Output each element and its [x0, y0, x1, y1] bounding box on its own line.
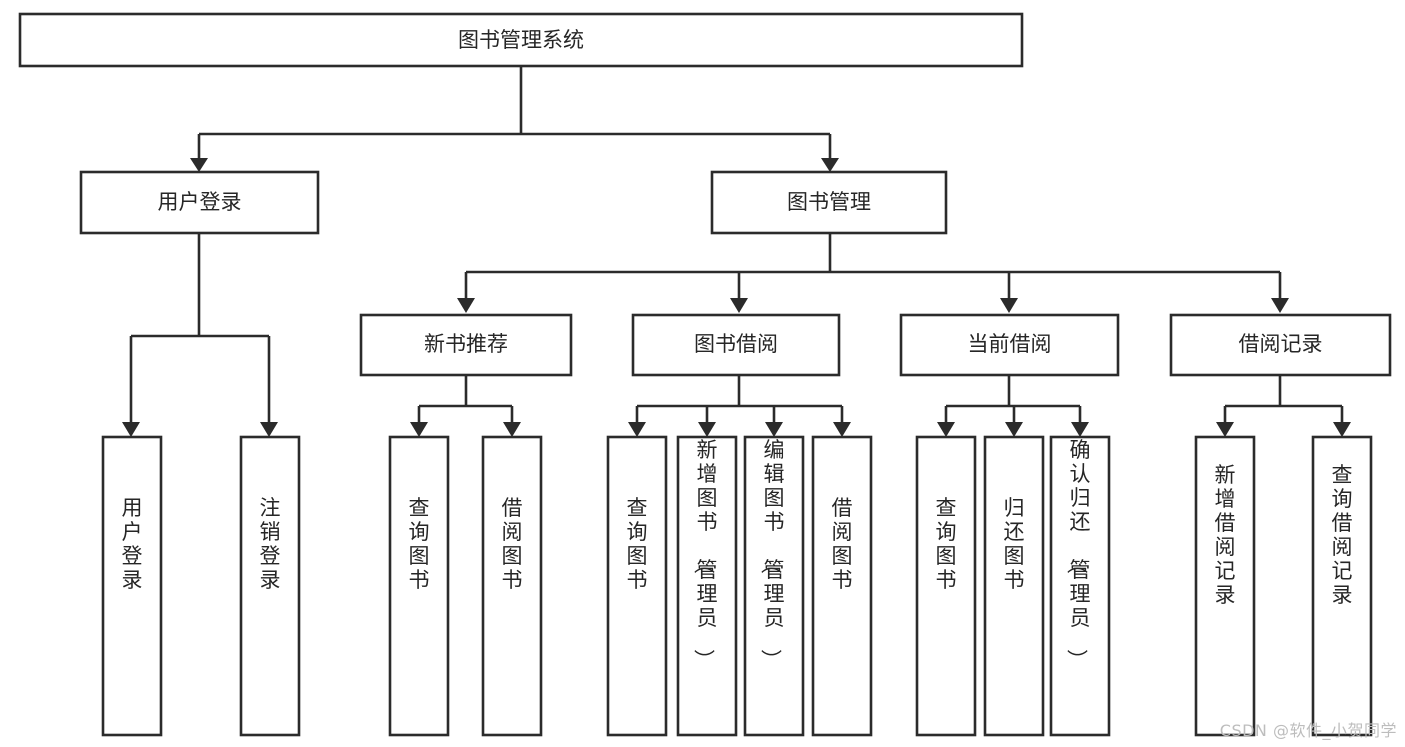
leaf-current-confirm-return-label: 确认归还（管理员）	[1065, 438, 1091, 670]
node-new-book-recommend-label: 新书推荐	[424, 332, 508, 356]
node-user-login[interactable]: 用户登录	[79, 170, 320, 235]
leaf-borrow-add-book-label: 新增图书（管理员）	[692, 438, 718, 670]
leaf-user-logout-label: 注销登录	[260, 496, 281, 592]
connector-current-borrow-to-leaves	[937, 375, 1089, 437]
leaf-new-book-borrow[interactable]: 借阅图书	[481, 435, 543, 737]
leaf-new-book-query[interactable]: 查询图书	[388, 435, 450, 737]
leaf-borrow-query-book[interactable]: 查询图书	[606, 435, 668, 737]
leaf-current-return-book-label: 归还图书	[1004, 496, 1025, 592]
leaf-record-query-label: 查询借阅记录	[1332, 463, 1353, 607]
node-current-borrow[interactable]: 当前借阅	[899, 313, 1120, 377]
node-user-login-label: 用户登录	[158, 190, 242, 214]
connector-book-mgmt-to-level3	[457, 233, 1289, 313]
leaf-new-book-query-label: 查询图书	[409, 496, 430, 592]
leaf-user-logout[interactable]: 注销登录	[239, 435, 301, 737]
leaf-borrow-query-book-label: 查询图书	[627, 496, 648, 592]
connector-user-login-to-leaves	[122, 233, 278, 437]
leaf-current-query-book[interactable]: 查询图书	[915, 435, 977, 737]
connector-root-to-level2	[190, 66, 839, 172]
node-root[interactable]: 图书管理系统	[18, 12, 1024, 68]
connector-borrow-record-to-leaves	[1216, 375, 1351, 437]
node-current-borrow-label: 当前借阅	[968, 332, 1052, 356]
node-borrow-record[interactable]: 借阅记录	[1169, 313, 1392, 377]
leaf-borrow-borrow-book-label: 借阅图书	[832, 496, 853, 592]
leaf-user-login-label: 用户登录	[122, 496, 143, 592]
leaf-record-add-label: 新增借阅记录	[1215, 463, 1236, 607]
node-new-book-recommend[interactable]: 新书推荐	[359, 313, 573, 377]
node-book-borrow[interactable]: 图书借阅	[631, 313, 841, 377]
leaf-current-return-book[interactable]: 归还图书	[983, 435, 1045, 737]
leaf-record-add[interactable]: 新增借阅记录	[1194, 435, 1256, 737]
node-book-management-label: 图书管理	[787, 190, 871, 214]
node-borrow-record-label: 借阅记录	[1239, 332, 1323, 356]
leaf-borrow-borrow-book[interactable]: 借阅图书	[811, 435, 873, 737]
node-book-borrow-label: 图书借阅	[694, 332, 778, 356]
node-book-management[interactable]: 图书管理	[710, 170, 948, 235]
leaf-current-query-book-label: 查询图书	[936, 496, 957, 592]
leaf-borrow-edit-book[interactable]: 编辑图书（管理员）	[743, 435, 805, 737]
leaf-new-book-borrow-label: 借阅图书	[502, 496, 523, 592]
connector-new-book-to-leaves	[410, 375, 521, 437]
leaf-borrow-edit-book-label: 编辑图书（管理员）	[759, 438, 785, 670]
node-root-label: 图书管理系统	[458, 28, 584, 52]
leaf-current-confirm-return[interactable]: 确认归还（管理员）	[1049, 435, 1111, 737]
leaf-borrow-add-book[interactable]: 新增图书（管理员）	[676, 435, 738, 737]
leaf-user-login[interactable]: 用户登录	[101, 435, 163, 737]
leaf-record-query[interactable]: 查询借阅记录	[1311, 435, 1373, 737]
connector-book-borrow-to-leaves	[628, 375, 851, 437]
csdn-watermark: CSDN @软件_小贺同学	[1219, 721, 1397, 740]
